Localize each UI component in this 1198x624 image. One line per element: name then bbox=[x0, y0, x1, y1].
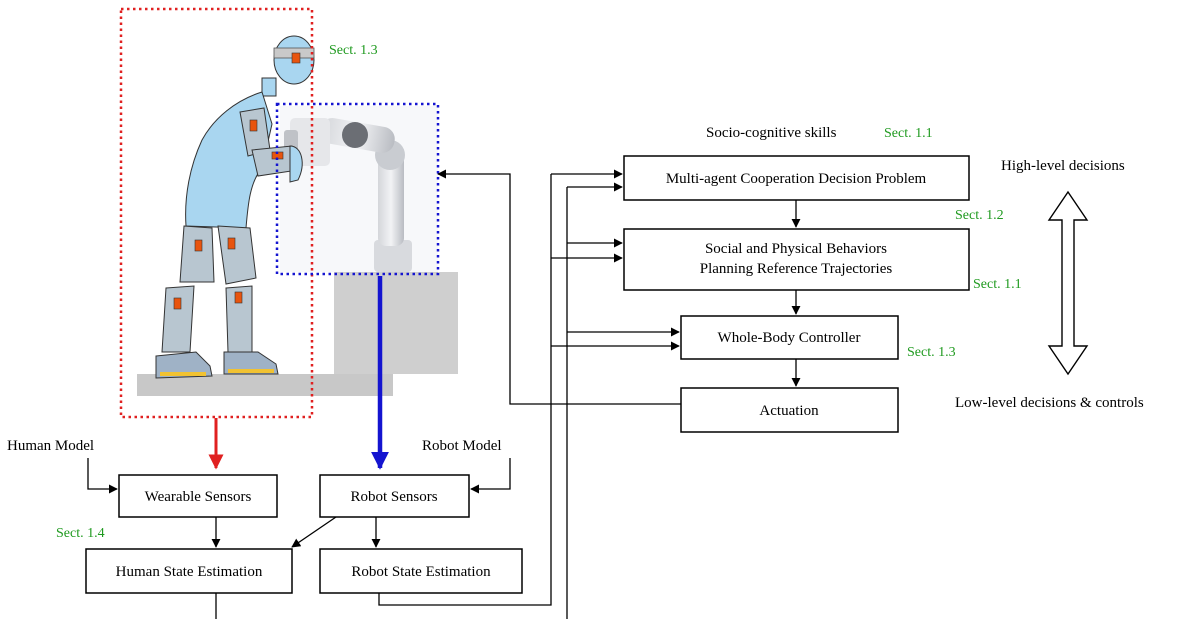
sect-behaviors-top: Sect. 1.2 bbox=[955, 208, 1004, 223]
human-state-estimation-label: Human State Estimation bbox=[116, 564, 263, 580]
controller-box: Whole-Body Controller bbox=[680, 315, 899, 360]
robot-sensors-to-human-state-arrow bbox=[291, 516, 337, 548]
human-figure-icon bbox=[155, 35, 315, 379]
actuation-label: Actuation bbox=[759, 403, 819, 419]
double-arrow-icon bbox=[1047, 190, 1089, 376]
human-model-arrow bbox=[87, 458, 118, 494]
wearable-sensors-box: Wearable Sensors bbox=[118, 474, 278, 518]
human-state-estimation-box: Human State Estimation bbox=[85, 548, 293, 594]
robot-state-estimation-label: Robot State Estimation bbox=[351, 564, 491, 580]
cooperation-box: Multi-agent Cooperation Decision Problem bbox=[623, 155, 970, 201]
sect-controller: Sect. 1.3 bbox=[907, 345, 956, 360]
human-model-label: Human Model bbox=[7, 438, 94, 454]
sect-human-figure: Sect. 1.3 bbox=[329, 43, 378, 58]
sect-wearable: Sect. 1.4 bbox=[56, 526, 105, 541]
robot-arm-icon bbox=[280, 106, 438, 272]
robot-sensors-box: Robot Sensors bbox=[319, 474, 470, 518]
behaviors-box: Social and Physical Behaviors Planning R… bbox=[623, 228, 970, 291]
robot-pedestal bbox=[334, 272, 458, 374]
cooperation-label: Multi-agent Cooperation Decision Problem bbox=[666, 171, 927, 187]
robot-state-estimation-box: Robot State Estimation bbox=[319, 548, 523, 594]
sect-cooperation: Sect. 1.1 bbox=[884, 126, 933, 141]
actuation-box: Actuation bbox=[680, 387, 899, 433]
robot-state-feedback-line bbox=[378, 174, 552, 606]
low-level-label: Low-level decisions & controls bbox=[955, 395, 1144, 411]
robot-sensors-label: Robot Sensors bbox=[350, 489, 437, 505]
floor-platform bbox=[137, 374, 393, 396]
sect-behaviors-bottom: Sect. 1.1 bbox=[973, 277, 1022, 292]
robot-model-arrow bbox=[470, 458, 511, 494]
wearable-sensors-label: Wearable Sensors bbox=[145, 489, 252, 505]
high-level-label: High-level decisions bbox=[1001, 158, 1125, 174]
robot-model-label: Robot Model bbox=[422, 438, 502, 454]
behaviors-label-line2: Planning Reference Trajectories bbox=[700, 261, 893, 277]
actuation-to-robot-arrow bbox=[437, 169, 681, 405]
controller-label: Whole-Body Controller bbox=[718, 330, 861, 346]
robot-dotted-frame bbox=[275, 102, 440, 276]
behaviors-label-line1: Social and Physical Behaviors bbox=[705, 241, 887, 257]
socio-cognitive-label: Socio-cognitive skills bbox=[706, 125, 837, 141]
